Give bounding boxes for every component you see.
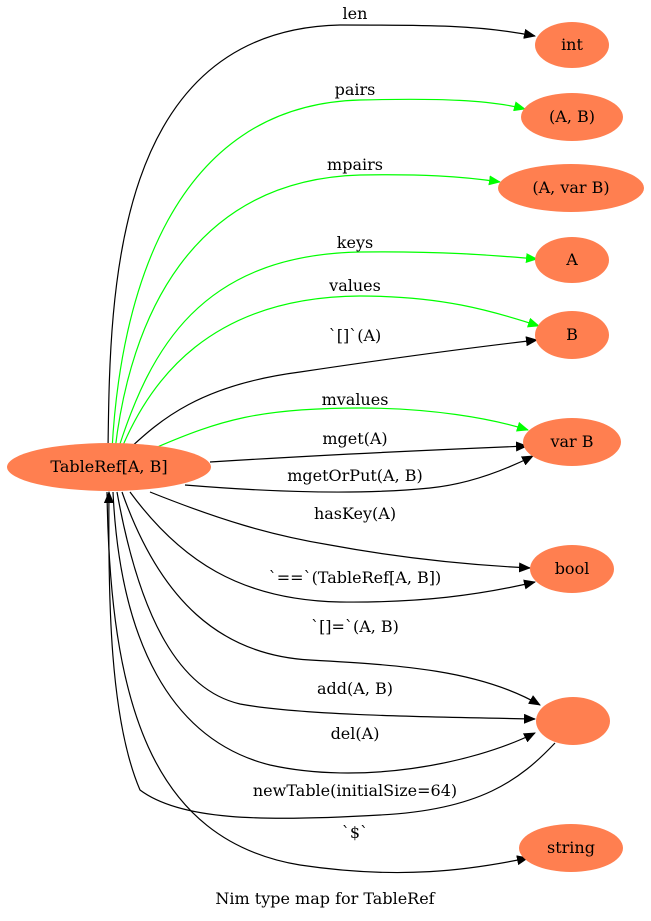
edge-label-del: del(A) bbox=[331, 724, 380, 743]
edge-pairs bbox=[111, 98, 526, 451]
nodes: TableRef[A, B] int (A, B) (A, var B) A B… bbox=[7, 22, 644, 872]
edge-index bbox=[127, 336, 538, 451]
node-label-int: int bbox=[561, 35, 583, 54]
edge-del bbox=[112, 491, 536, 774]
edge-label-mget: mget(A) bbox=[322, 429, 387, 448]
edge-label-mvalues: mvalues bbox=[322, 390, 389, 409]
edge-dollar bbox=[106, 491, 529, 874]
node-label-bool: bool bbox=[555, 559, 590, 578]
edge-label-add: add(A, B) bbox=[317, 679, 393, 698]
edge-label-pairs: pairs bbox=[335, 80, 376, 99]
node-string: string bbox=[519, 824, 623, 872]
edge-indexassign bbox=[121, 491, 541, 706]
node-label-string: string bbox=[547, 838, 595, 857]
node-label-b: B bbox=[566, 325, 578, 344]
node-bool: bool bbox=[530, 545, 614, 593]
edge-label-dollar: `$` bbox=[342, 823, 368, 842]
edge-label-indexassign: `[]=`(A, B) bbox=[311, 617, 399, 636]
edge-label-keys: keys bbox=[337, 233, 373, 252]
node-label-a: A bbox=[565, 250, 578, 269]
node-label-var-b: var B bbox=[549, 432, 593, 451]
node-label-tableref: TableRef[A, B] bbox=[50, 457, 167, 476]
node-a: A bbox=[535, 237, 609, 283]
node-pair-a-varb: (A, var B) bbox=[498, 164, 644, 212]
edge-add bbox=[116, 491, 536, 724]
edge-mgetorput bbox=[184, 455, 534, 493]
edge-label-len: len bbox=[343, 4, 368, 23]
edge-label-index: `[]`(A) bbox=[329, 326, 382, 345]
node-b: B bbox=[535, 311, 609, 359]
node-label-pair-ab: (A, B) bbox=[549, 107, 595, 126]
edges bbox=[103, 24, 556, 874]
node-tableref: TableRef[A, B] bbox=[7, 443, 211, 491]
edge-len bbox=[107, 24, 536, 451]
edge-labels: len pairs mpairs keys values `[]`(A) mva… bbox=[253, 4, 457, 842]
edge-label-newtable: newTable(initialSize=64) bbox=[253, 781, 457, 800]
edge-haskey bbox=[149, 491, 531, 573]
node-pair-ab: (A, B) bbox=[521, 93, 623, 141]
edge-label-haskey: hasKey(A) bbox=[314, 504, 396, 523]
edge-label-values: values bbox=[328, 276, 381, 295]
edge-mpairs bbox=[114, 174, 501, 451]
node-void bbox=[536, 697, 610, 745]
node-label-pair-a-varb: (A, var B) bbox=[532, 178, 609, 197]
edge-mvalues bbox=[154, 407, 529, 449]
edge-label-eq: `==`(TableRef[A, B]) bbox=[269, 568, 442, 587]
edge-eq bbox=[129, 491, 536, 603]
node-var-b: var B bbox=[523, 418, 621, 466]
edge-label-mpairs: mpairs bbox=[327, 155, 383, 174]
edge-label-mgetorput: mgetOrPut(A, B) bbox=[287, 466, 423, 485]
node-int: int bbox=[535, 22, 609, 68]
edge-newtable bbox=[103, 491, 556, 819]
edge-keys bbox=[117, 251, 538, 451]
diagram-caption: Nim type map for TableRef bbox=[215, 889, 435, 908]
edge-values bbox=[120, 295, 540, 451]
edge-mget bbox=[209, 441, 528, 463]
